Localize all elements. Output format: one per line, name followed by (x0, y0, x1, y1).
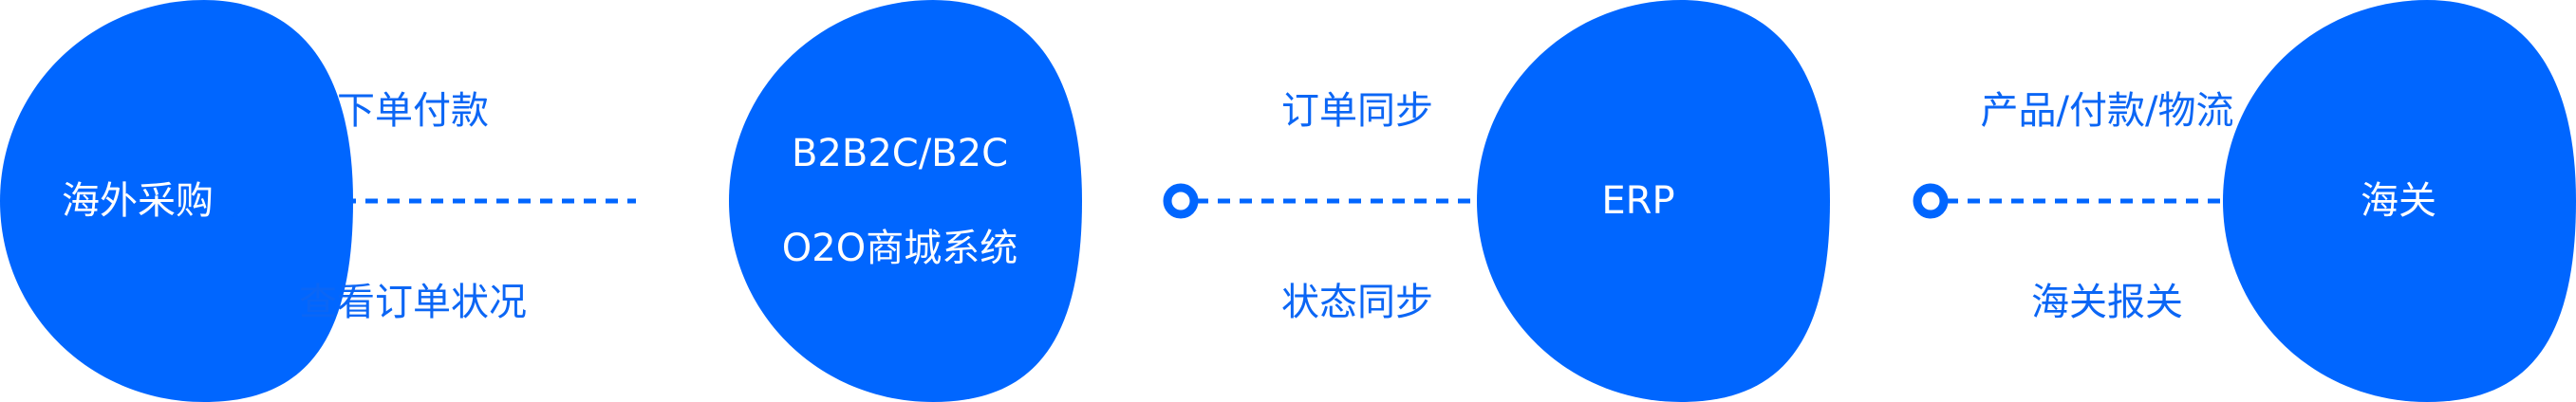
node-label: B2B2C/B2C (791, 132, 1008, 175)
node-b2b2c-system: B2B2C/B2C O2O商城系统 (729, 0, 1082, 402)
connector-bottom-label: 查看订单状况 (299, 281, 527, 324)
node-erp: ERP (1477, 0, 1830, 402)
connector-3: 产品/付款/物流 海关报关 (1699, 0, 2363, 402)
node-label: O2O商城系统 (781, 227, 1018, 270)
blob-shape (2223, 0, 2576, 402)
blob-shape (0, 0, 353, 402)
node-label: ERP (1601, 179, 1675, 223)
node-label: 海关 (2361, 179, 2436, 223)
blob-shape (729, 0, 1082, 402)
blob-shape (1477, 0, 1830, 402)
node-customs: 海关 (2223, 0, 2576, 402)
connector-top-label: 订单同步 (1281, 89, 1433, 133)
connector-1: 下单付款 查看订单状况 (190, 0, 636, 402)
connector-top-label: 下单付款 (337, 89, 489, 133)
connector-2: 订单同步 状态同步 (949, 0, 1614, 402)
node-overseas-purchase: 海外采购 (0, 0, 353, 402)
dashed-link (223, 183, 636, 219)
connector-top-label: 产品/付款/物流 (1980, 89, 2234, 133)
node-label: 海外采购 (62, 179, 214, 223)
connector-bottom-label: 状态同步 (1281, 281, 1433, 324)
connector-bottom-label: 海关报关 (2031, 281, 2183, 324)
